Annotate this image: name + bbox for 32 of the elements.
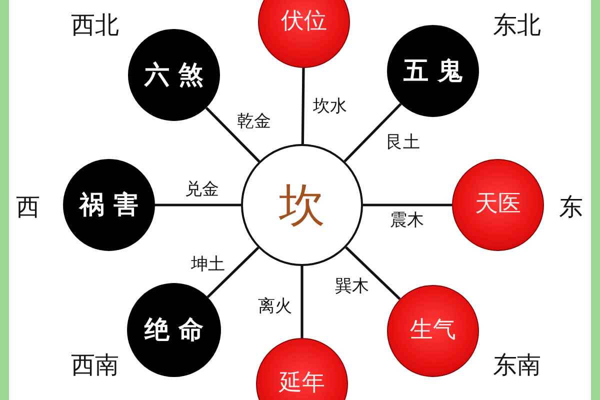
- node-label: 生气: [410, 318, 456, 344]
- node-label: 伏位: [281, 9, 327, 35]
- connector-line: [206, 246, 260, 298]
- connector-line: [363, 204, 452, 206]
- connector-line: [345, 246, 401, 300]
- direction-label: 西北: [71, 12, 119, 38]
- edge-label: 艮土: [385, 134, 421, 152]
- connector-line: [205, 106, 260, 162]
- sector-circle: [258, 0, 350, 68]
- node-label: 延年: [279, 371, 325, 397]
- direction-label: 东南: [493, 352, 541, 378]
- node-label: 五鬼: [404, 57, 472, 85]
- node-label: 天医: [475, 192, 521, 218]
- connector-line: [301, 68, 305, 144]
- direction-label: 东: [559, 194, 583, 220]
- connector-line: [155, 204, 241, 206]
- direction-label: 西: [16, 194, 40, 220]
- center-label: 坎: [279, 180, 325, 230]
- edge-label: 乾金: [236, 112, 272, 132]
- direction-label: 西南: [71, 352, 119, 378]
- node-label: 六煞: [144, 61, 212, 89]
- connector-line: [344, 102, 402, 162]
- edge-label: 坎水: [312, 98, 348, 116]
- edge-label: 坤土: [190, 256, 226, 274]
- direction-label: 东北: [493, 12, 541, 38]
- edge-label: 离火: [257, 298, 293, 316]
- edge-label: 巽木: [334, 278, 370, 296]
- node-label: 祸害: [80, 191, 148, 219]
- edge-label: 震木: [389, 212, 425, 230]
- node-label: 绝命: [144, 316, 212, 344]
- connector-line: [300, 266, 304, 338]
- edge-label: 兑金: [184, 180, 220, 200]
